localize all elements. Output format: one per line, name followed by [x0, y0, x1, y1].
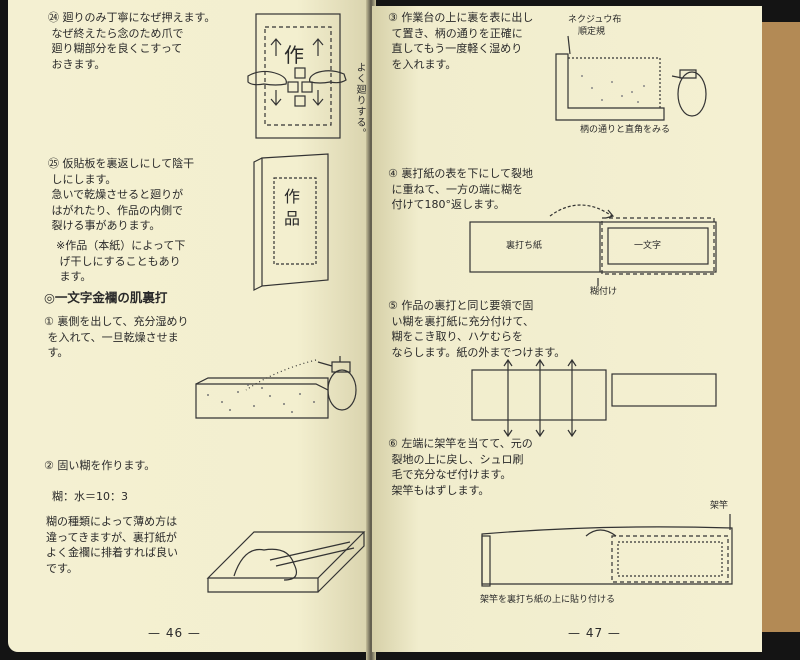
- right-page: ③ 作業台の上に裏を表に出し て置き、柄の通りを正確に 直してもう一度軽く湿めり…: [372, 6, 762, 652]
- step24-text: ㉔ 廻りのみ丁寧になぜ押えます。 なぜ終えたら念のため爪で 廻り糊部分を良くこす…: [48, 11, 216, 71]
- step1-text: ① 裏側を出して、充分湿めり を入れて、一旦乾燥させま す。: [44, 315, 189, 359]
- step3-label-top: ネクジュウ布: [568, 15, 622, 25]
- step4-box-left: 裏打ち紙: [506, 241, 543, 251]
- step25-figure: [253, 153, 329, 291]
- step24-figure-label: 作: [284, 43, 304, 67]
- step4-caption: 糊付け: [590, 287, 618, 297]
- step5-text: ⑤ 作品の裏打と同じ要領で固 い糊を裏打紙に充分付けて、 糊をこき取り、ハケむら…: [388, 299, 566, 359]
- step6-text: ⑥ 左端に架竿を当てて、元の 裂地の上に戻し、シュロ刷 毛で充分なぜ付けます。 …: [388, 437, 533, 497]
- right-page-illustrations: [469, 35, 733, 587]
- glue-note: 糊の種類によって薄め方は 違ってきますが、裏打紙が よく金襴に排着すれば良い で…: [46, 515, 178, 575]
- step2-text: ② 固い糊を作ります。: [44, 459, 156, 472]
- book-spine: [366, 0, 376, 660]
- left-page-illustrations: [195, 13, 366, 593]
- step24-figure: [247, 13, 347, 139]
- step4-text: ④ 裏打紙の表を下にして裂地 に重ねて、一方の端に糊を 付けて180°返します。: [388, 167, 534, 211]
- left-page: ㉔ 廻りのみ丁寧になぜ押えます。 なぜ終えたら念のため爪で 廻り糊部分を良くこす…: [8, 0, 370, 652]
- step4-box-right: 一文字: [634, 241, 662, 251]
- step3-figure: [555, 35, 707, 121]
- step3-text: ③ 作業台の上に裏を表に出し て置き、柄の通りを正確に 直してもう一度軽く湿めり…: [388, 11, 534, 71]
- step4-figure: [469, 204, 717, 286]
- step2-figure: [206, 531, 366, 593]
- page-number-left: — 46 —: [148, 626, 201, 640]
- section-heading: ◎一文字金襴の肌裏打: [44, 290, 168, 305]
- step24-vertical-note: よく廻りする。: [354, 62, 365, 139]
- step25-text: ㉕ 仮貼板を裏返しにして陰干 しにします。 急いで乾燥させると廻りが はがれたり…: [48, 157, 195, 232]
- step6-label: 架竿: [710, 501, 729, 511]
- page-number-right: — 47 —: [568, 626, 621, 640]
- step25-figure-label: 作 品: [284, 187, 301, 228]
- step3-caption: 柄の通りと直角をみる: [580, 125, 671, 135]
- ratio-text: 糊：水＝10：3: [52, 490, 128, 503]
- step6-caption: 架竿を裏打ち紙の上に貼り付ける: [480, 595, 616, 605]
- step3-label-ruler: 順定規: [578, 27, 606, 37]
- step6-figure: [481, 514, 733, 587]
- step5-figure: [471, 358, 717, 438]
- step1-figure: [195, 356, 357, 419]
- step25-note: ※作品（本紙）によって下 げ干しにすることもあり ます。: [56, 239, 186, 283]
